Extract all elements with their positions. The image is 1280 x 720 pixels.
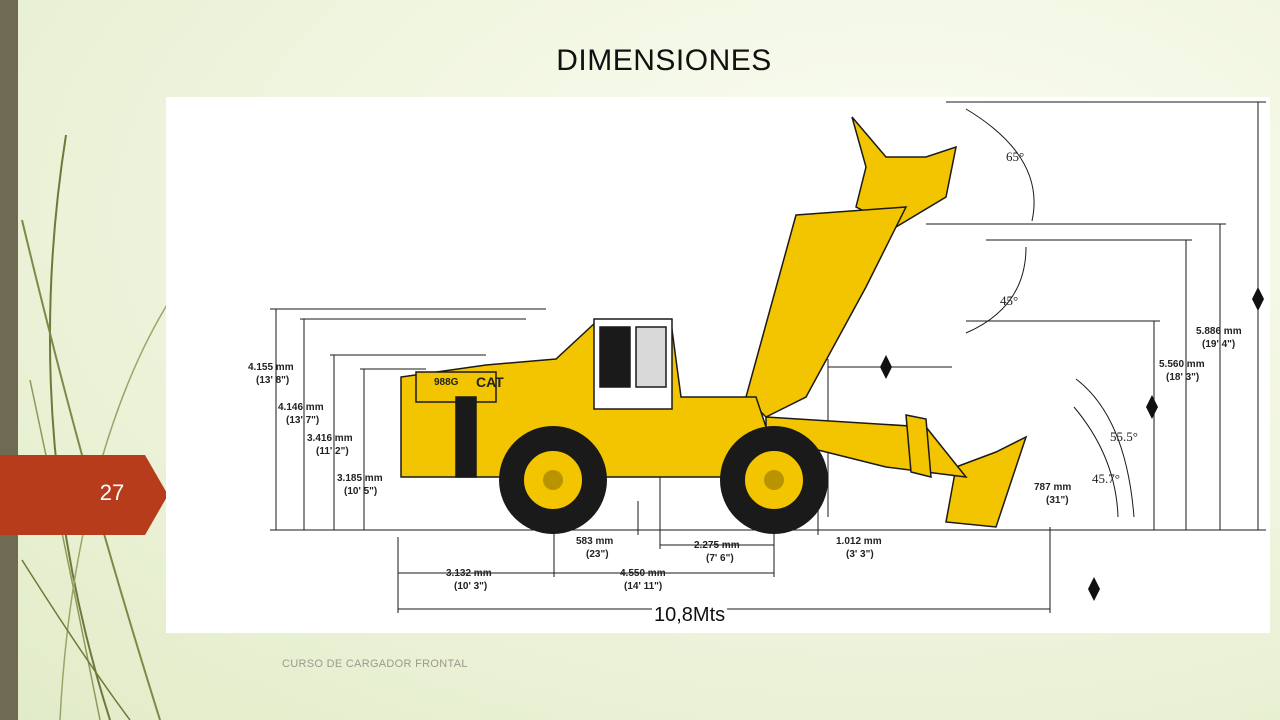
length-label-1-ft: (23") [586, 549, 609, 560]
length-label-5-mm: 4.550 mm [620, 568, 666, 579]
height-label-7-ft: (31") [1046, 495, 1069, 506]
height-label-5-ft: (19' 4") [1202, 339, 1235, 350]
slide-number-tab [0, 455, 168, 535]
loader-dimension-drawing: 988G CAT 4.155 mm (13' 8") 4.146 mm (13'… [248, 101, 1266, 613]
brand-label: CAT [476, 374, 504, 390]
length-label-3-ft: (3' 3") [846, 549, 874, 560]
front-wheel [720, 426, 828, 534]
length-label-2-mm: 2.275 mm [694, 540, 740, 551]
height-label-3-ft: (11' 2") [316, 446, 349, 457]
angle-label-45: 45° [1000, 293, 1018, 308]
machine-model-label: 988G [434, 377, 459, 388]
length-label-5-ft: (14' 11") [624, 581, 662, 592]
height-label-1-mm: 4.155 mm [248, 362, 294, 373]
rear-wheel [499, 426, 607, 534]
height-label-1-ft: (13' 8") [256, 375, 289, 386]
angle-label-45-7: 45.7° [1092, 471, 1120, 486]
length-label-1-mm: 583 mm [576, 536, 613, 547]
height-label-4-ft: (10' 5") [344, 486, 377, 497]
slide-title: DIMENSIONES [556, 44, 772, 77]
height-label-2-mm: 4.146 mm [278, 402, 324, 413]
height-label-5-mm: 5.886 mm [1196, 326, 1242, 337]
slide-number: 27 [99, 480, 125, 505]
left-accent-bar [0, 0, 18, 720]
height-label-3-mm: 3.416 mm [307, 433, 353, 444]
length-label-4-ft: (10' 3") [454, 581, 487, 592]
overall-length-label: 10,8Mts [652, 604, 728, 627]
angle-label-65: 65° [1006, 149, 1024, 164]
length-label-2-ft: (7' 6") [706, 553, 734, 564]
dimension-diagram: 988G CAT 4.155 mm (13' 8") 4.146 mm (13'… [166, 97, 1270, 633]
length-label-4-mm: 3.132 mm [446, 568, 492, 579]
height-label-6-ft: (18' 3") [1166, 372, 1199, 383]
height-label-6-mm: 5.560 mm [1159, 359, 1205, 370]
height-label-4-mm: 3.185 mm [337, 473, 383, 484]
length-label-3-mm: 1.012 mm [836, 536, 882, 547]
loader-body [400, 318, 788, 478]
slide-footer: CURSO DE CARGADOR FRONTAL [282, 658, 468, 670]
height-label-2-ft: (13' 7") [286, 415, 319, 426]
height-label-7-mm: 787 mm [1034, 482, 1071, 493]
angle-label-55-5: 55.5° [1110, 429, 1138, 444]
